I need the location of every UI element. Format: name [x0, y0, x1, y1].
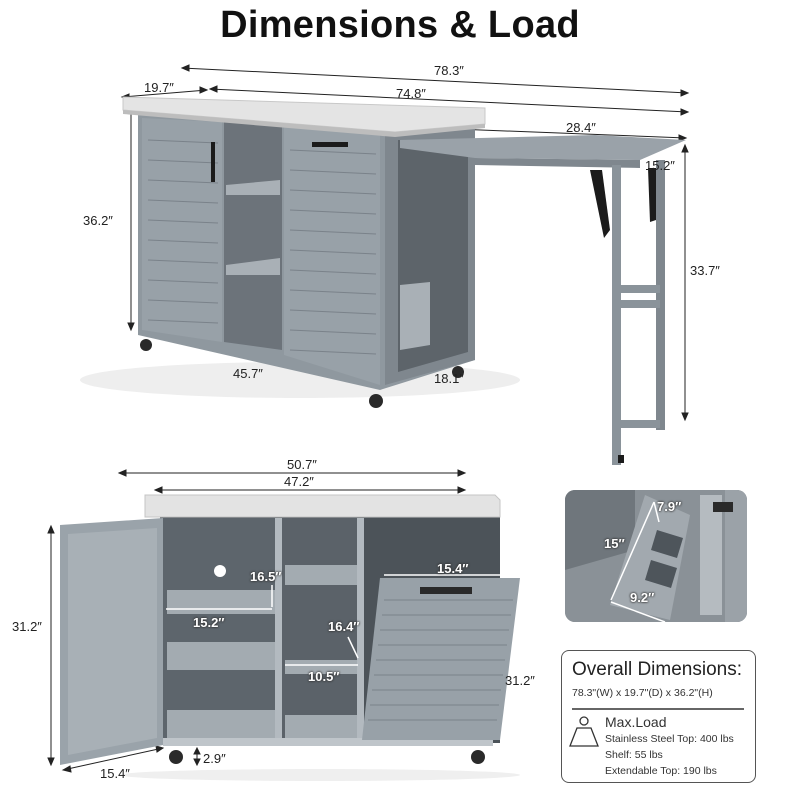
dim-top-width: 74.8″ [396, 86, 426, 101]
divider [572, 708, 744, 710]
load-shelf: Shelf: 55 lbs [605, 749, 663, 761]
dim-inset-top-width: 7.9″ [657, 499, 682, 514]
dim-front-top-width: 47.2″ [284, 474, 314, 489]
dim-inset-bottom-width: 9.2″ [630, 590, 655, 605]
dim-extension-depth: 15.2″ [645, 158, 675, 173]
overall-dimensions-value: 78.3"(W) x 19.7"(D) x 36.2"(H) [572, 687, 713, 699]
dim-height: 36.2″ [83, 213, 113, 228]
weight-icon [569, 716, 599, 747]
dim-extension-height: 33.7″ [690, 263, 720, 278]
dim-base-depth: 18.1″ [434, 371, 464, 386]
dim-center-shelf-height: 16.4″ [328, 619, 360, 634]
dim-shelf-height: 16.5″ [250, 569, 282, 584]
dim-depth: 19.7″ [144, 80, 174, 95]
dim-bin-door-width: 15.4″ [437, 561, 469, 576]
load-steel-top: Stainless Steel Top: 400 lbs [605, 733, 734, 745]
dim-base-width: 45.7″ [233, 366, 263, 381]
load-extendable-top: Extendable Top: 190 lbs [605, 765, 717, 777]
dim-width-with-door: 50.7″ [287, 457, 317, 472]
dim-center-shelf-width: 10.5″ [308, 669, 340, 684]
dim-overall-width: 78.3″ [434, 63, 464, 78]
dim-bin-door-height: 31.2″ [505, 673, 535, 688]
overall-dimensions-box: Overall Dimensions: 78.3"(W) x 19.7"(D) … [561, 650, 756, 783]
dim-shelf-width: 15.2″ [193, 615, 225, 630]
page-title: Dimensions & Load [220, 4, 580, 46]
dim-door-width: 15.4″ [100, 766, 130, 781]
dim-front-height: 31.2″ [12, 619, 42, 634]
max-load-heading: Max.Load [605, 714, 667, 730]
dim-inset-length: 15″ [604, 536, 625, 551]
overall-dimensions-heading: Overall Dimensions: [572, 659, 742, 680]
bin-frame-detail-inset [565, 490, 747, 622]
dim-extension-length: 28.4″ [566, 120, 596, 135]
dim-caster-clearance: 2.9″ [203, 751, 226, 766]
